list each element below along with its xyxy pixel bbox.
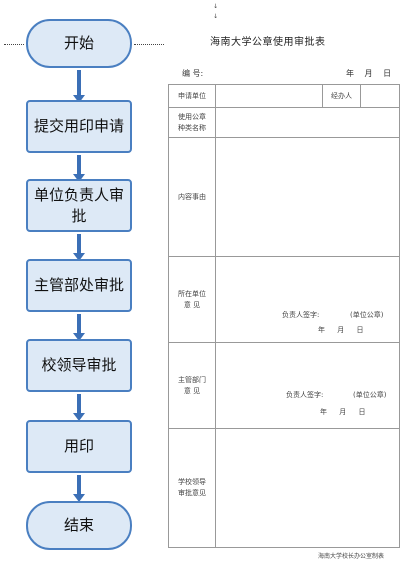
top-mark-2: ↓: [213, 13, 219, 20]
flow-arrow: [73, 70, 85, 103]
form-row-leader-opinion: 学校领导审批意见: [168, 428, 400, 548]
flow-step-leader-approval-label: 校领导审批: [41, 356, 117, 374]
approval-form-table: 申请单位 经办人 使用公章种类名称 内容事由 所在单位意 见 主管部门意 见 学…: [168, 84, 400, 548]
leader-opinion-label: 学校领导审批意见: [168, 428, 216, 548]
dotted-guide-mid: [134, 44, 164, 45]
unit-signature-label: 负责人签字:: [282, 311, 320, 319]
dotted-guide-left: [4, 44, 24, 45]
unit-opinion-label: 所在单位意 见: [168, 256, 216, 343]
flow-start-node: 开始: [26, 19, 132, 68]
content-value: [215, 137, 400, 257]
flow-step-dept-approval-label: 主管部处审批: [33, 276, 124, 294]
handler-value: [360, 84, 400, 108]
dept-opinion-value: [215, 342, 400, 429]
dept-seal-note: (单位公章): [353, 391, 387, 399]
top-mark: ↓: [213, 3, 219, 10]
form-row-dept-opinion: 主管部门意 见: [168, 342, 400, 429]
form-row-content: 内容事由: [168, 137, 400, 257]
flow-start-label: 开始: [63, 34, 94, 52]
flow-step-use-seal-label: 用印: [63, 437, 94, 455]
form-row-applicant: 申请单位 经办人: [168, 84, 400, 108]
flow-step-use-seal: 用印: [26, 420, 132, 473]
flow-arrow: [73, 394, 85, 421]
flow-arrow: [73, 475, 85, 502]
seal-type-label: 使用公章种类名称: [168, 107, 216, 138]
applicant-unit-label: 申请单位: [168, 84, 216, 108]
flow-step-submit-label: 提交用印申请: [33, 117, 124, 135]
unit-opinion-date: 年 月 日: [318, 326, 364, 334]
flow-step-leader-approval: 校领导审批: [26, 339, 132, 392]
flow-arrow: [73, 314, 85, 341]
flow-end-node: 结束: [26, 501, 132, 550]
number-label: 编 号:: [182, 69, 204, 78]
header-date: 年 月 日: [346, 69, 392, 78]
content-label: 内容事由: [168, 137, 216, 257]
form-title: 海南大学公章使用审批表: [210, 37, 326, 48]
dept-opinion-date: 年 月 日: [320, 408, 366, 416]
flow-end-label: 结束: [63, 516, 94, 534]
form-footer: 海南大学校长办公室制表: [318, 553, 385, 560]
form-row-seal-type: 使用公章种类名称: [168, 107, 400, 138]
dept-opinion-label: 主管部门意 见: [168, 342, 216, 429]
form-row-unit-opinion: 所在单位意 见: [168, 256, 400, 343]
handler-label: 经办人: [322, 84, 361, 108]
applicant-unit-value: [215, 84, 323, 108]
flow-step-dept-approval: 主管部处审批: [26, 259, 132, 312]
dept-signature-label: 负责人签字:: [286, 391, 324, 399]
unit-opinion-value: [215, 256, 400, 343]
leader-opinion-value: [215, 428, 400, 548]
flow-step-unit-approval-label: 单位负责人审批: [33, 185, 124, 225]
flow-arrow: [73, 155, 85, 182]
flow-step-submit: 提交用印申请: [26, 100, 132, 153]
flow-arrow: [73, 234, 85, 261]
unit-seal-note: (单位公章): [350, 311, 384, 319]
flow-step-unit-approval: 单位负责人审批: [26, 179, 132, 232]
seal-type-value: [215, 107, 400, 138]
